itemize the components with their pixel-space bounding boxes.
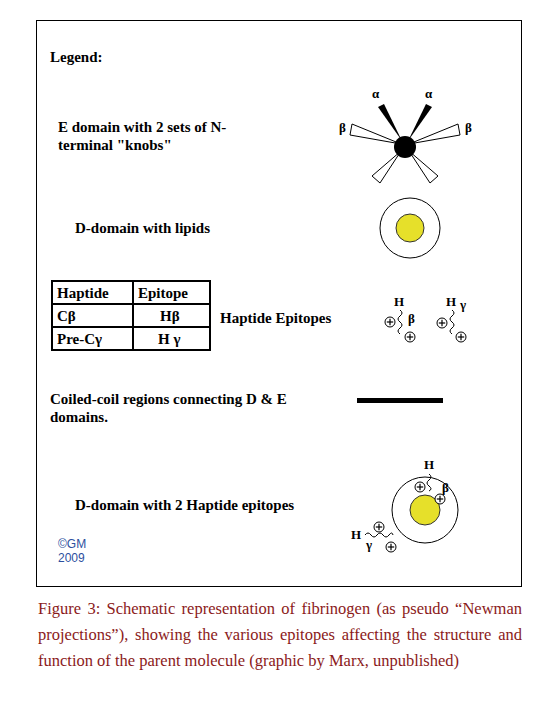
epitope-letter: H [424, 457, 434, 473]
d-domain-ring [392, 477, 458, 543]
wavy-chain [427, 474, 431, 491]
legend-entry: Haptide Epitopes [220, 309, 331, 327]
alpha-knob [378, 104, 402, 141]
epitope-letter: H [394, 294, 404, 310]
table-rule [132, 281, 134, 350]
table-cell: Pre-Cγ [57, 330, 102, 348]
chain-letter: β [442, 480, 449, 496]
legend-entry: E domain with 2 sets of N-terminal "knob… [58, 118, 248, 154]
d-domain-symbol [380, 198, 440, 258]
haptide-epitope-symbol [398, 310, 454, 334]
table-header: Haptide [57, 284, 109, 302]
positive-charge [374, 522, 384, 532]
positive-charge [415, 482, 425, 492]
copyright-note: ©GM 2009 [58, 537, 92, 565]
legend-heading: Legend: [50, 48, 103, 66]
e-domain-symbol [350, 104, 460, 183]
chain-letter: γ [460, 297, 466, 313]
beta-knob [409, 124, 460, 144]
positive-charge [435, 494, 445, 504]
table-header: Epitope [138, 284, 188, 302]
positive-charge [385, 317, 395, 327]
chain-letter: β [465, 120, 472, 136]
figure-caption: Figure 3: Schematic representation of fi… [38, 596, 522, 674]
epitope-letter: H [446, 294, 456, 310]
wavy-chain [398, 310, 402, 334]
lipid-core [396, 214, 424, 242]
positive-charge [456, 332, 466, 342]
wavy-chain [365, 533, 393, 537]
coiled-coil-bar [357, 398, 443, 403]
alpha-knob [408, 104, 432, 141]
wavy-chain [450, 310, 454, 334]
table-cell: Hβ [160, 307, 180, 325]
positive-charge [386, 542, 396, 552]
haptide-table-grid [52, 281, 210, 350]
positive-charge [405, 332, 415, 342]
table-rule [52, 303, 210, 305]
legend-frame [37, 21, 522, 587]
knob [372, 151, 401, 183]
table-rule [52, 326, 210, 328]
legend-entry: Coiled-coil regions connecting D & E dom… [50, 390, 288, 426]
epitope-letter: H [351, 527, 361, 543]
chain-letter: γ [366, 537, 372, 553]
table-border [52, 281, 210, 350]
table-cell: Cβ [57, 307, 76, 325]
chain-letter: α [425, 86, 432, 102]
positive-charge [437, 318, 447, 328]
legend-entry: D-domain with 2 Haptide epitopes [75, 496, 294, 514]
chain-letter: β [339, 120, 346, 136]
legend-entry: D-domain with lipids [75, 219, 210, 237]
e-domain-core [394, 136, 416, 158]
d-domain-haptide-symbol [365, 474, 458, 543]
beta-knob [350, 124, 401, 144]
chain-letter: β [408, 311, 415, 327]
knob [409, 151, 438, 183]
chain-letter: α [372, 86, 379, 102]
d-domain-ring [380, 198, 440, 258]
table-cell: H γ [158, 330, 180, 348]
